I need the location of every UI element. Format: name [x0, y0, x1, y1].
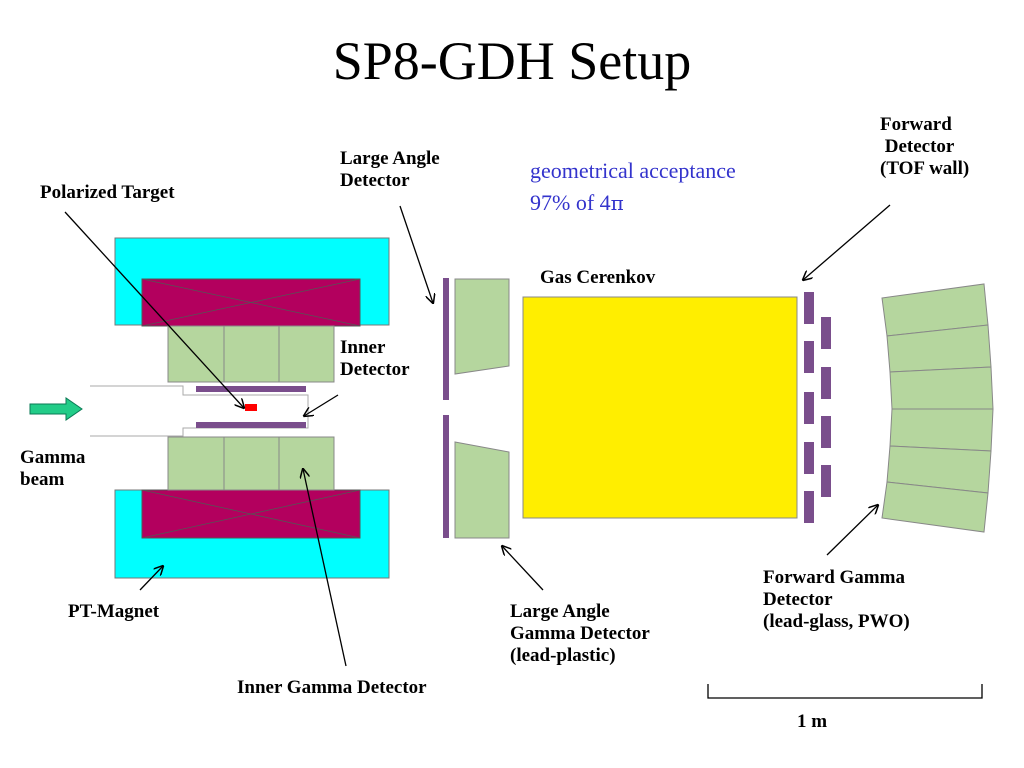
large-angle-gamma-detector-bottom — [454, 441, 510, 539]
magnet-coil-bottom — [141, 489, 361, 539]
label-polarized-target: Polarized Target — [40, 182, 175, 203]
gamma-beam-arrow — [29, 397, 83, 421]
label-line: Detector — [880, 136, 955, 157]
leader-inner-gamma-detector — [303, 469, 347, 667]
gas-cerenkov-volume — [522, 296, 798, 519]
label-gamma-beam: Gamma beam — [20, 447, 85, 491]
label-line: Detector — [763, 589, 833, 610]
acceptance-percent: 97% of 4 — [530, 190, 611, 215]
forward-gamma-detector — [881, 283, 994, 533]
leader-polarized-target — [64, 211, 244, 408]
scale-bar — [707, 684, 983, 699]
inner-detector-bottom — [196, 422, 306, 428]
leader-large-angle-detector — [399, 205, 433, 303]
leader-forward-detector — [803, 204, 891, 280]
label-line: (lead-plastic) — [510, 645, 616, 666]
label-line: Forward Gamma — [763, 567, 905, 588]
label-pt-magnet: PT-Magnet — [68, 601, 160, 622]
label-inner-gamma-detector: Inner Gamma Detector — [237, 677, 427, 698]
tof-wall — [804, 292, 831, 523]
label-line: Gamma Detector — [510, 623, 650, 644]
pi-symbol: π — [610, 191, 624, 215]
label-large-angle-detector: Large Angle Detector — [340, 148, 440, 192]
magnet-coil-top — [141, 278, 361, 327]
label-line: Inner — [340, 337, 386, 358]
acceptance-line-1: geometrical acceptance — [530, 158, 736, 183]
large-angle-detector-top — [443, 278, 449, 400]
leader-forward-gamma-detector — [826, 505, 878, 556]
leader-pt-magnet — [139, 566, 163, 591]
label-line: Forward — [880, 114, 952, 135]
page-title: SP8-GDH Setup — [332, 31, 692, 91]
large-angle-detector-bottom — [443, 415, 449, 538]
inner-gamma-detector-top — [167, 325, 335, 383]
label-line: (TOF wall) — [880, 158, 970, 179]
acceptance-line-2: 97% of 4π — [530, 190, 624, 216]
label-gas-cerenkov: Gas Cerenkov — [540, 267, 656, 288]
target-cryostat — [90, 385, 309, 437]
polarized-target-cell — [245, 404, 257, 411]
label-line: Large Angle — [510, 601, 610, 622]
label-forward-gamma-detector: Forward Gamma Detector (lead-glass, PWO) — [763, 567, 910, 633]
label-line: Large Angle — [340, 148, 440, 169]
label-forward-detector: Forward Detector (TOF wall) — [880, 114, 969, 180]
label-inner-detector: Inner Detector — [340, 337, 410, 381]
leader-inner-detector — [304, 394, 339, 416]
label-scale-bar: 1 m — [797, 711, 828, 732]
leader-large-angle-gamma-detector — [502, 546, 544, 591]
large-angle-gamma-detector-top — [454, 278, 510, 375]
label-line: beam — [20, 469, 65, 490]
label-line: (lead-glass, PWO) — [763, 611, 910, 632]
label-line: Gamma — [20, 447, 86, 468]
label-large-angle-gamma-detector: Large Angle Gamma Detector (lead-plastic… — [510, 601, 650, 667]
label-line: Detector — [340, 359, 410, 380]
inner-detector-top — [196, 386, 306, 392]
inner-gamma-detector-bottom — [167, 436, 335, 491]
label-line: Detector — [340, 170, 410, 191]
